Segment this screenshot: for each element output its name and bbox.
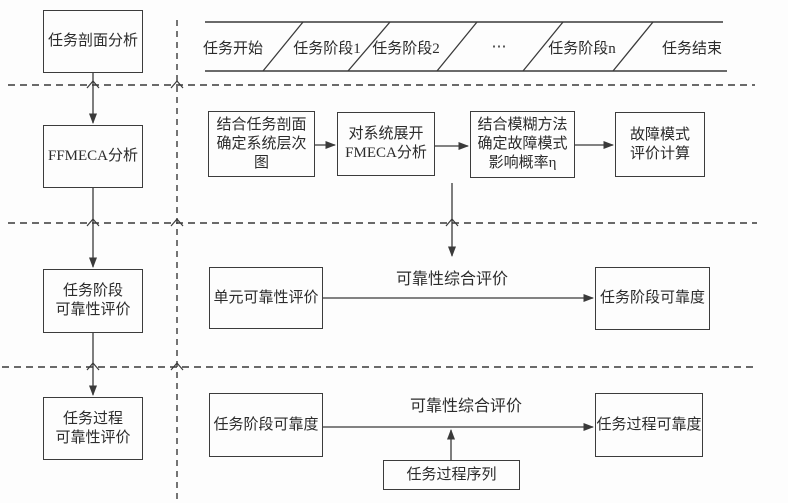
label-comprehensive-eval-process: 可靠性综合评价 [409,398,523,415]
box-fuzzy-failure-probability: 结合模糊方法 确定故障模式 影响概率η [470,111,575,178]
timeline-phase-n-label: 任务阶段n [548,41,616,57]
timeline-phase1-label: 任务阶段1 [293,41,361,57]
box-phase-reliability-input: 任务阶段可靠度 [209,393,323,457]
box-fmeca-expand: 对系统展开 FMECA分析 [337,112,435,176]
label-comprehensive-eval-phase: 可靠性综合评价 [395,271,509,288]
box-system-hierarchy: 结合任务剖面 确定系统层次 图 [208,111,315,177]
box-mission-process-sequence: 任务过程序列 [383,460,520,490]
box-task-profile-analysis: 任务剖面分析 [43,10,143,73]
timeline-end-label: 任务结束 [661,41,723,57]
timeline-start-label: 任务开始 [202,41,264,57]
box-process-reliability-result: 任务过程可靠度 [595,393,703,457]
flow-arrows [89,73,614,460]
box-failure-mode-calculation: 故障模式 评价计算 [615,112,705,177]
box-phase-reliability-eval: 任务阶段 可靠性评价 [43,269,143,333]
box-process-reliability-eval: 任务过程 可靠性评价 [43,397,143,460]
box-phase-reliability-result: 任务阶段可靠度 [595,267,710,330]
timeline-phase2-label: 任务阶段2 [372,41,440,57]
dashed-separators [2,20,757,503]
timeline-ellipsis: ⋯ [491,39,507,55]
box-ffmeca-analysis: FFMECA分析 [43,125,143,188]
box-unit-reliability-eval: 单元可靠性评价 [209,267,323,329]
timeline-band [205,21,727,72]
